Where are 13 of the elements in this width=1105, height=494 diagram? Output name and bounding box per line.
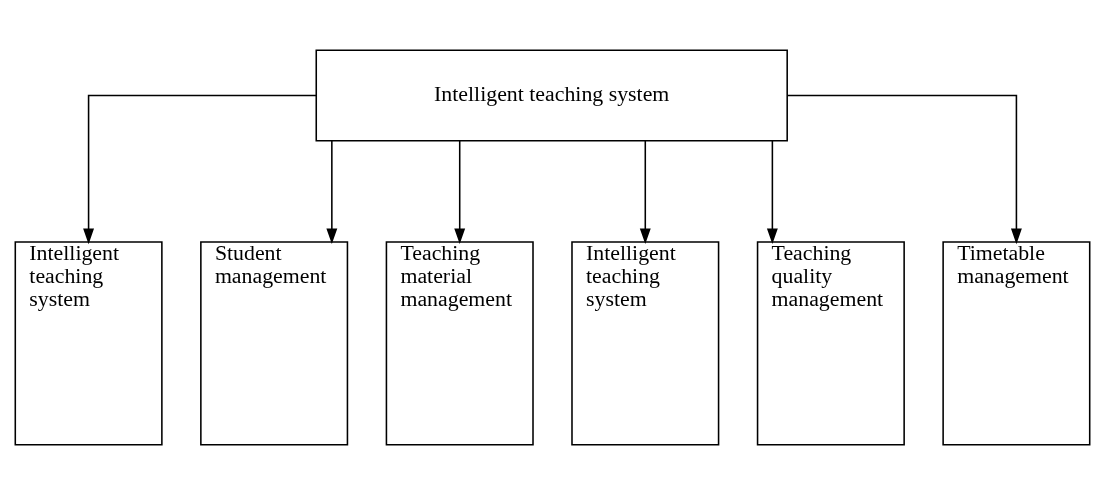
arrow (83, 94, 317, 244)
arrow (639, 139, 651, 244)
node-box: Student management (200, 240, 349, 446)
node-box: Intelligent teaching system (571, 240, 720, 446)
arrow (786, 94, 1022, 244)
arrow (766, 139, 778, 244)
node-box: Teaching material management (385, 240, 534, 446)
arrow (454, 139, 466, 244)
node-box: Intelligent teaching system (14, 240, 163, 446)
node-box: Intelligent teaching system (315, 48, 788, 141)
node-box: Timetable management (942, 240, 1091, 446)
node-box: Teaching quality management (756, 240, 905, 446)
arrow (326, 139, 338, 244)
